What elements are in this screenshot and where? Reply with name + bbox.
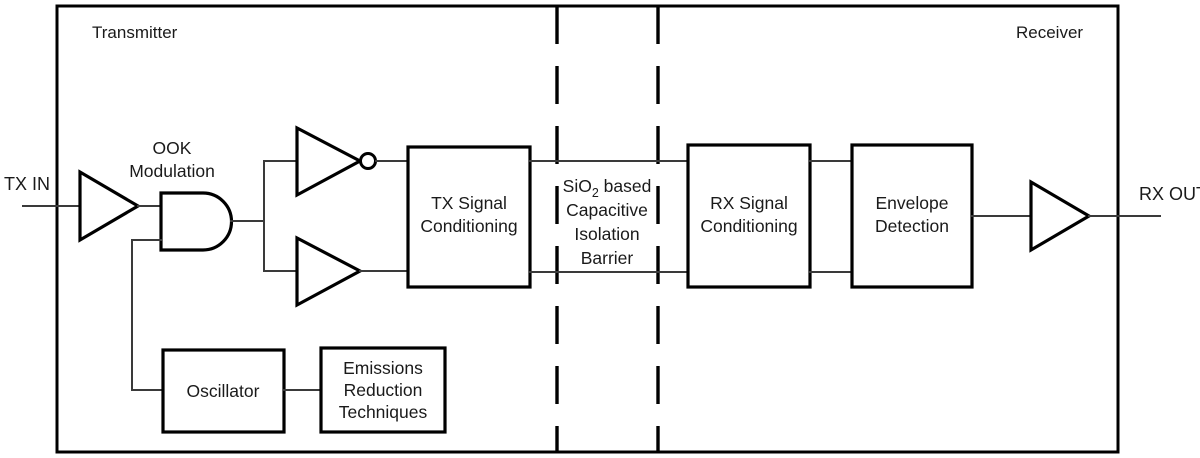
and-gate-ook-modulator xyxy=(159,191,234,252)
envelope-detection-label-line1: Envelope xyxy=(876,193,949,213)
rx-output-buffer-gate xyxy=(1029,179,1093,253)
emissions-reduction-block xyxy=(319,346,447,434)
transmitter-section-label: Transmitter xyxy=(92,23,178,42)
barrier-caption-line4: Barrier xyxy=(581,248,634,268)
tx-input-buffer-gate xyxy=(78,169,142,243)
rx-signal-conditioning-label-line1: RX Signal xyxy=(710,193,788,213)
ook-modulation-label-line2: Modulation xyxy=(129,161,215,181)
oscillator-to-and-gate-wire xyxy=(131,239,164,391)
emissions-reduction-label-line1: Emissions xyxy=(343,358,423,378)
barrier-caption-line1: SiO2 based xyxy=(563,176,652,200)
ook-modulation-label-line1: OOK xyxy=(153,138,192,158)
barrier-caption-based: based xyxy=(599,176,652,196)
tx-signal-conditioning-label-line1: TX Signal xyxy=(431,193,507,213)
envelope-detection-label-line2: Detection xyxy=(875,216,949,236)
tx-in-port-label: TX IN xyxy=(4,174,50,194)
rx-signal-conditioning-block xyxy=(686,143,812,289)
oscillator-label-line1: Oscillator xyxy=(187,381,260,401)
barrier-caption-subscript: 2 xyxy=(592,186,599,200)
tx-signal-conditioning-label-line2: Conditioning xyxy=(420,216,517,236)
oscillator-block xyxy=(161,348,286,434)
isolation-barrier-caption: SiO2 based Capacitive Isolation Barrier xyxy=(563,176,652,268)
rx-signal-conditioning-label-line2: Conditioning xyxy=(700,216,797,236)
barrier-caption-line3: Isolation xyxy=(574,224,639,244)
outer-enclosure-border xyxy=(55,4,1120,454)
emissions-reduction-label-line3: Techniques xyxy=(339,402,428,422)
receiver-section-label: Receiver xyxy=(1016,23,1083,42)
barrier-caption-sio: SiO xyxy=(563,176,592,196)
envelope-detection-block xyxy=(850,143,974,289)
barrier-caption-line2: Capacitive xyxy=(566,200,648,220)
inverter-bubble-icon xyxy=(359,152,377,170)
emissions-reduction-label-line2: Reduction xyxy=(344,380,423,400)
rx-out-port-label: RX OUT xyxy=(1139,184,1200,204)
tx-signal-conditioning-block xyxy=(406,145,532,289)
tx-inverter-gate xyxy=(295,125,364,198)
tx-buffer-gate xyxy=(295,235,364,308)
